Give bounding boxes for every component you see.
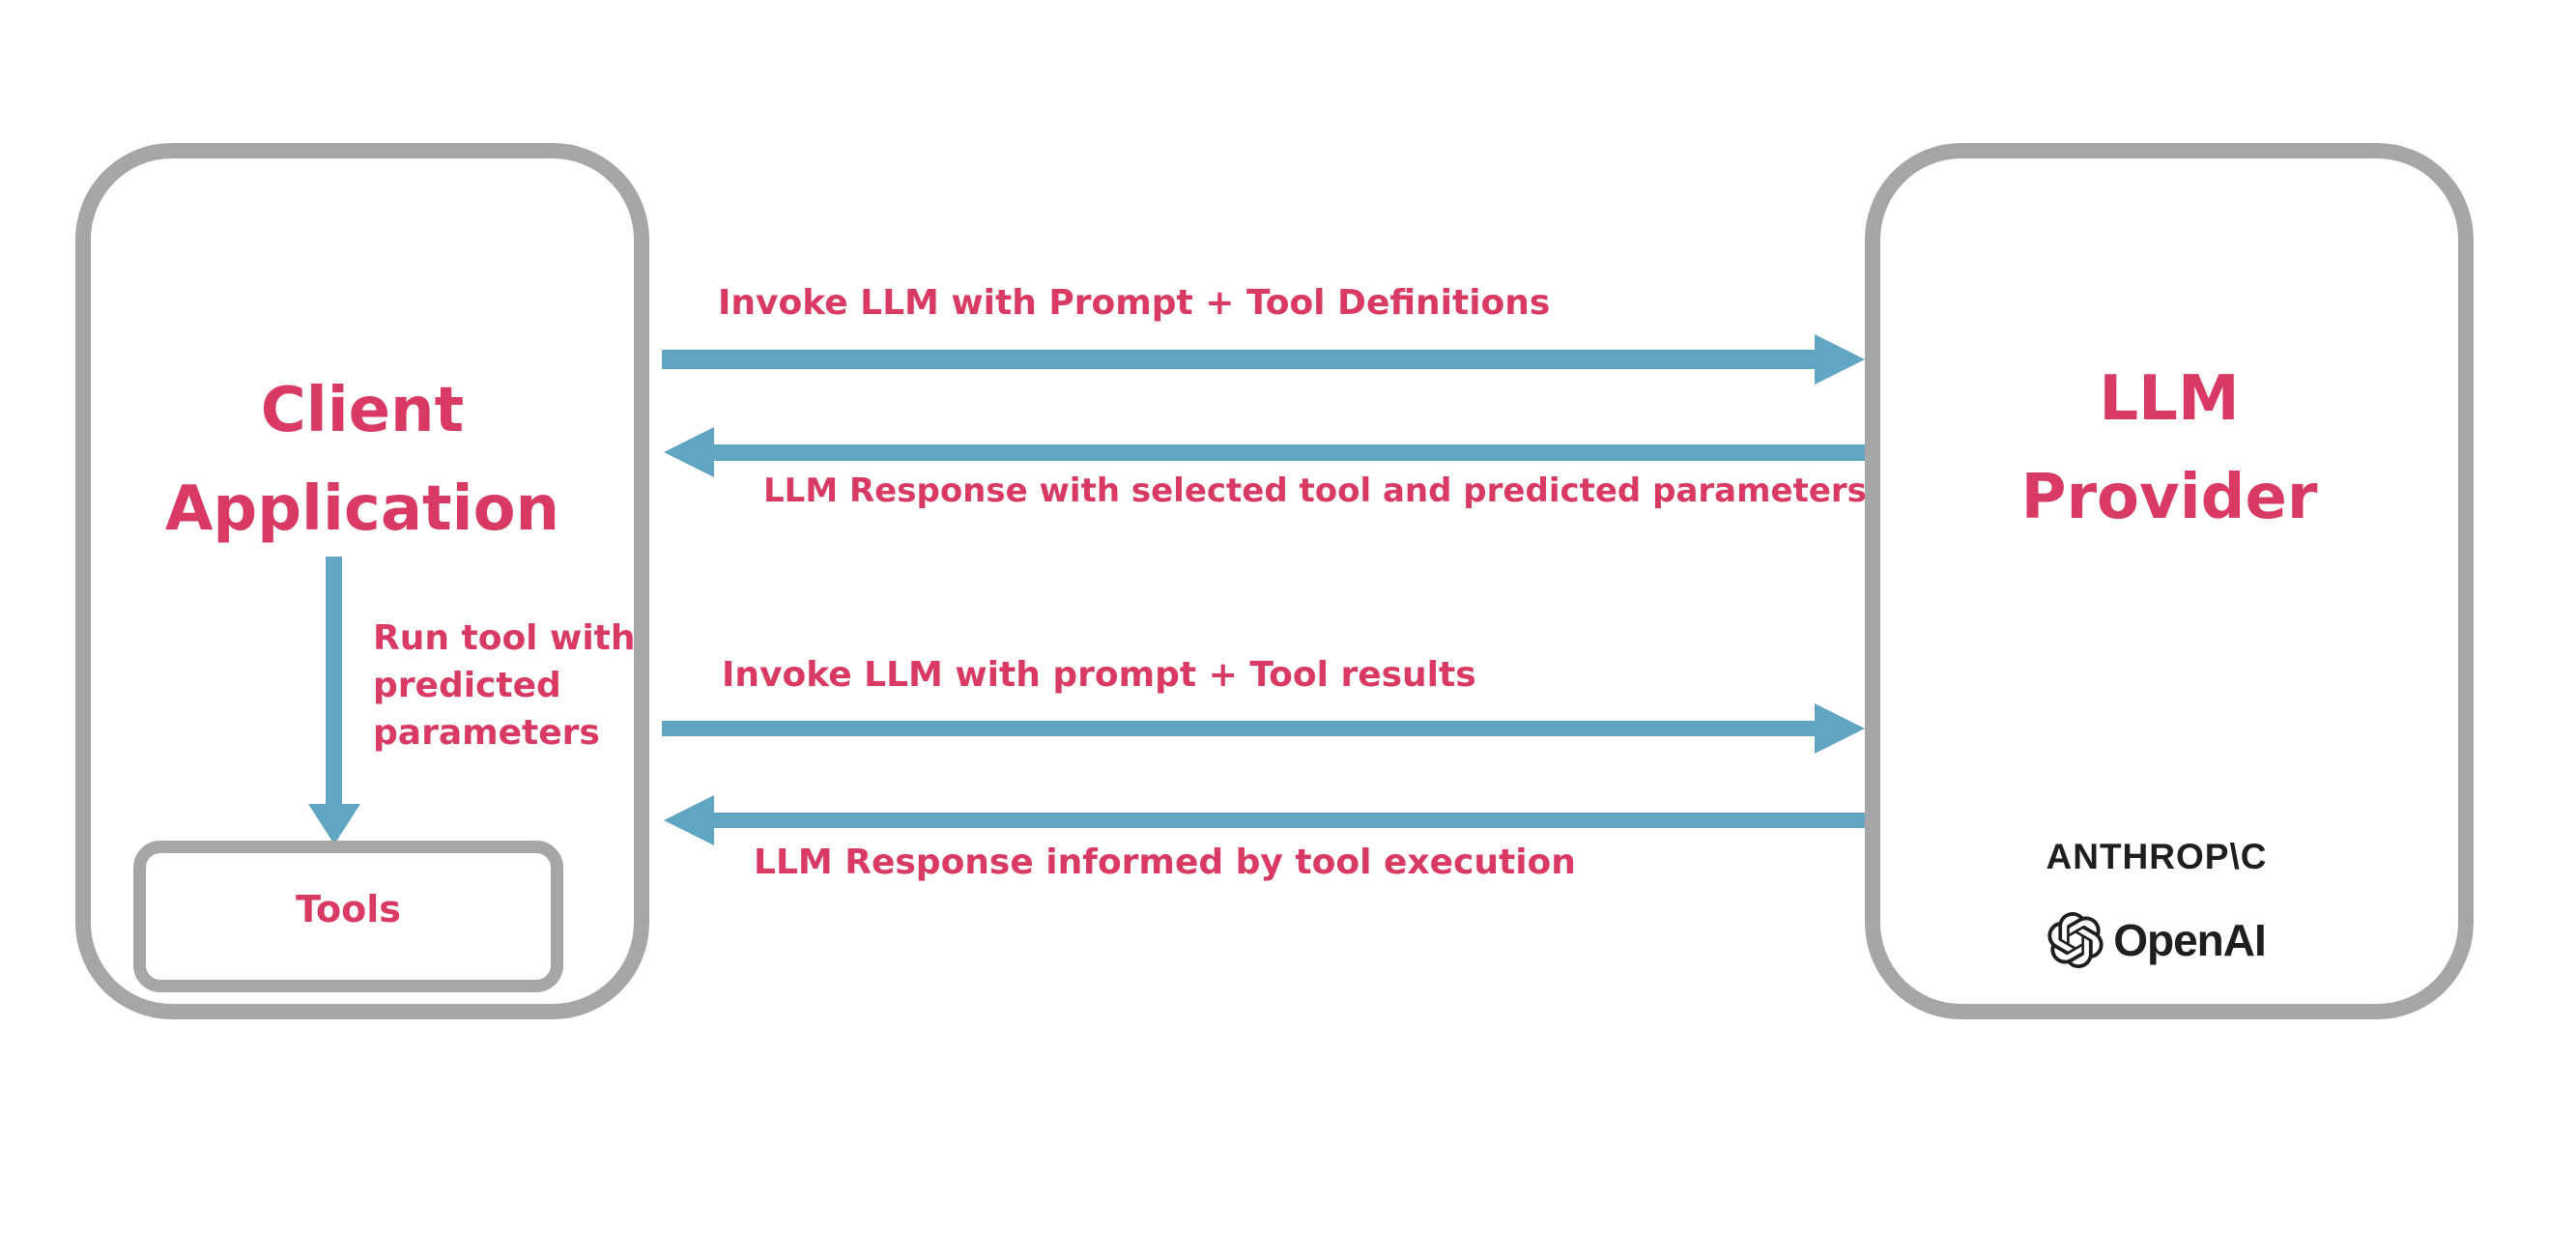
llm-provider-box bbox=[1865, 143, 2474, 1019]
client-application-box bbox=[75, 143, 649, 1019]
client-title-line1: Client bbox=[260, 375, 465, 446]
run-tool-arrow-shaft bbox=[326, 557, 342, 804]
arrow-label-invoke-with-results: Invoke LLM with prompt + Tool results bbox=[722, 655, 1476, 695]
llm-title-line1: LLM bbox=[2099, 363, 2240, 435]
arrow-label-response-selected-tool: LLM Response with selected tool and pred… bbox=[763, 472, 1867, 510]
run-tool-note-line3: parameters bbox=[373, 713, 600, 753]
run-tool-note-line1: Run tool with bbox=[373, 618, 636, 658]
arrow-right-icon bbox=[1815, 703, 1865, 754]
arrow-left-icon bbox=[664, 795, 714, 845]
llm-provider-title: LLM Provider bbox=[1865, 350, 2474, 547]
arrow-label-response-informed: LLM Response informed by tool execution bbox=[754, 843, 1576, 882]
arrow-response-informed-shaft bbox=[714, 813, 1865, 828]
client-title-line2: Application bbox=[164, 473, 560, 545]
llm-title-line2: Provider bbox=[2020, 462, 2318, 533]
arrow-label-invoke-with-definitions: Invoke LLM with Prompt + Tool Definition… bbox=[718, 283, 1551, 323]
run-tool-note-line2: predicted bbox=[373, 666, 561, 705]
arrow-invoke-with-results-shaft bbox=[662, 721, 1821, 736]
arrow-down-icon bbox=[308, 804, 360, 844]
client-application-title: Client Application bbox=[75, 361, 649, 558]
run-tool-note: Run tool with predicted parameters bbox=[373, 615, 636, 757]
arrow-response-selected-tool-shaft bbox=[714, 444, 1865, 461]
arrow-invoke-with-definitions-shaft bbox=[662, 350, 1815, 369]
tools-box: Tools bbox=[133, 841, 563, 992]
arrow-right-icon bbox=[1815, 334, 1865, 385]
tools-label: Tools bbox=[296, 887, 401, 930]
arrow-left-icon bbox=[664, 427, 714, 477]
